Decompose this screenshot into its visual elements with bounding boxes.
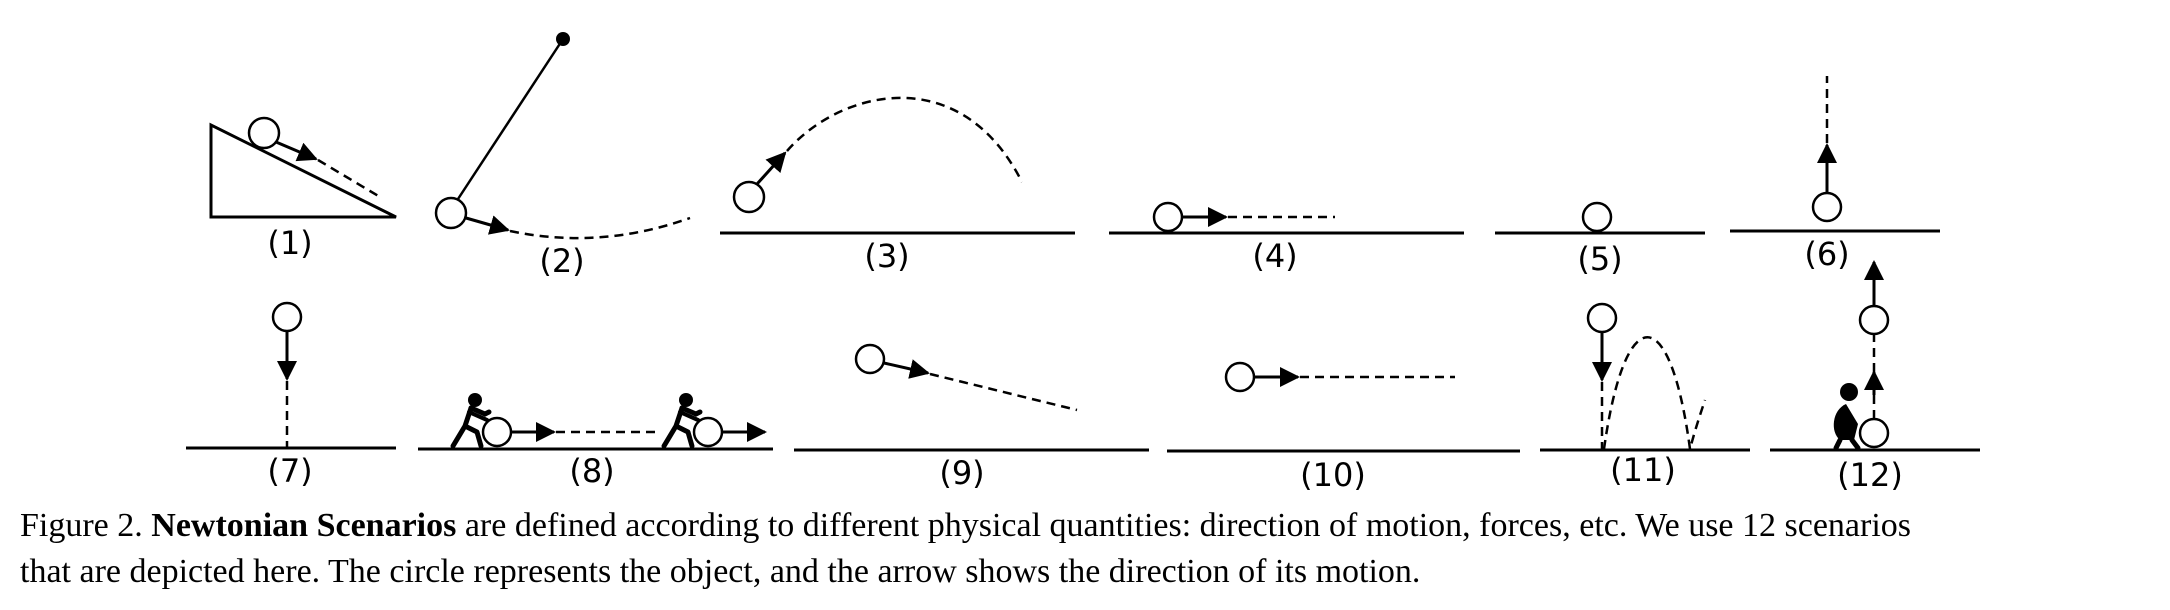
scenario-11-bouncing: (11) <box>1540 302 1750 489</box>
scenario-8-pushing: (8) <box>418 393 773 490</box>
ball <box>1581 201 1613 233</box>
scenario-label: (7) <box>267 452 312 490</box>
motion-path <box>929 372 1078 412</box>
caption-prefix: Figure 2. <box>20 507 143 544</box>
figure-caption: Figure 2. Newtonian Scenarios are define… <box>20 503 2155 595</box>
ball <box>732 180 766 214</box>
scenario-7-falling: (7) <box>186 301 396 490</box>
motion-path <box>317 158 381 199</box>
motion-arrow <box>465 215 510 235</box>
caption-bold-term: Newtonian Scenarios <box>151 507 457 544</box>
scenario-12-person-throwing-up: (12) <box>1770 260 1980 494</box>
ball <box>1858 417 1890 449</box>
scenario-1-incline: (1) <box>209 116 397 262</box>
scenario-label: (5) <box>1577 240 1622 278</box>
scenario-2-pendulum: (2) <box>434 32 691 280</box>
scenario-label: (3) <box>864 237 909 275</box>
scenario-label: (9) <box>939 454 984 492</box>
caption-text-line1: are defined according to different physi… <box>464 507 1912 544</box>
scenario-label: (4) <box>1252 237 1297 275</box>
ball <box>692 416 724 448</box>
motion-path <box>509 216 691 240</box>
motion-arrow <box>755 151 787 186</box>
ball <box>1152 201 1184 233</box>
ball <box>1858 304 1890 336</box>
ball <box>1224 361 1256 393</box>
scenario-10-horizontal: (10) <box>1167 361 1520 494</box>
newtonian-scenarios-figure: (1) (2) (3) (4) (5) (6) <box>186 32 1980 494</box>
scenario-label: (12) <box>1837 456 1903 494</box>
ball <box>1811 191 1843 223</box>
scenario-3-projectile: (3) <box>720 96 1075 275</box>
scenario-label: (6) <box>1804 235 1849 273</box>
ball <box>434 196 468 230</box>
motion-path <box>786 96 1024 183</box>
scenario-6-thrown-up: (6) <box>1730 76 1940 273</box>
ball <box>271 301 303 333</box>
scenario-label: (2) <box>539 242 584 280</box>
scenario-label: (11) <box>1610 451 1676 489</box>
scenario-label: (8) <box>569 452 614 490</box>
crouching-person-icon <box>1833 383 1861 451</box>
scenario-9-descending: (9) <box>794 343 1149 492</box>
caption-text-line2: that are depicted here. The circle repre… <box>20 553 1421 590</box>
scenario-label: (1) <box>267 224 312 262</box>
motion-arrow <box>275 140 318 162</box>
ball <box>854 343 886 375</box>
motion-arrow <box>883 359 930 379</box>
bounce-path <box>1602 336 1707 450</box>
ball <box>247 116 281 150</box>
scenario-4-rolling: (4) <box>1109 201 1464 275</box>
scenario-label: (10) <box>1300 456 1366 494</box>
scenario-5-stationary: (5) <box>1495 201 1705 278</box>
ball <box>1586 302 1618 334</box>
ball <box>481 416 513 448</box>
pendulum-string <box>456 38 565 200</box>
incline-ramp <box>209 122 397 219</box>
